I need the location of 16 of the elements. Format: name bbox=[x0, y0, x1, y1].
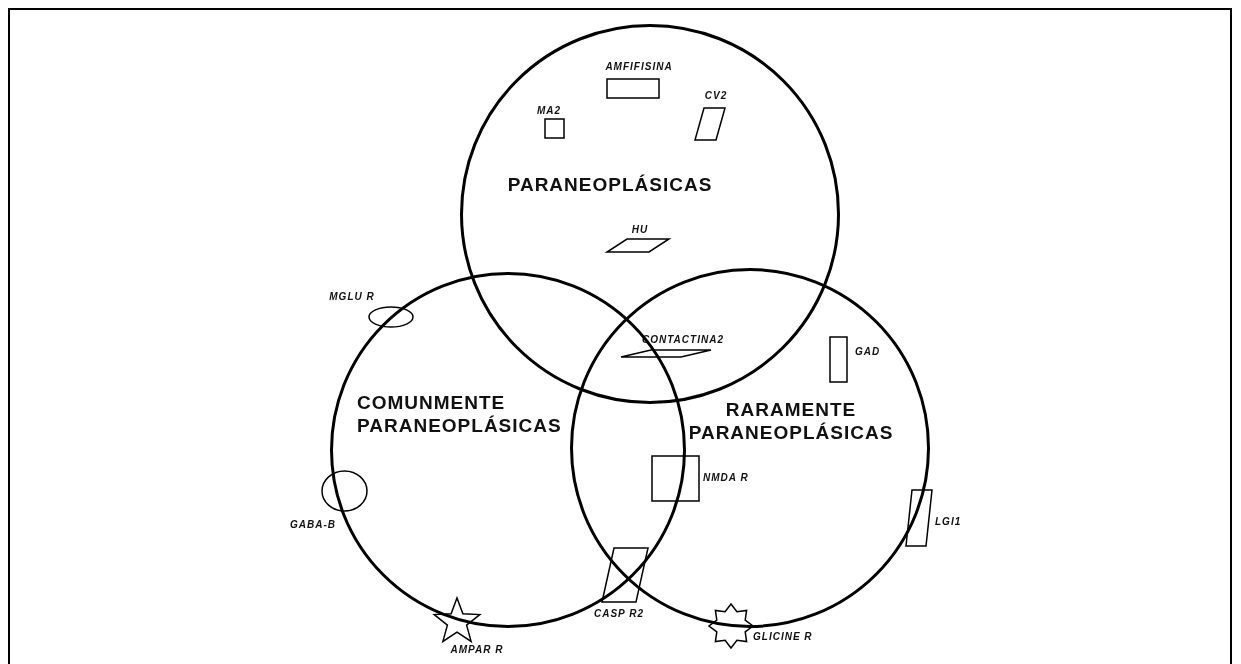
antibody-label: GABA-B bbox=[290, 519, 336, 531]
venn-circle bbox=[570, 268, 930, 628]
antibody-label: AMFIFISINA bbox=[605, 61, 673, 73]
antibody-label: GLICINE R bbox=[753, 631, 813, 643]
antibody-label: MA2 bbox=[536, 105, 562, 117]
category-title: COMUNMENTE PARANEOPLÁSICAS bbox=[357, 391, 563, 437]
antibody-label: CASP R2 bbox=[594, 608, 644, 620]
antibody-label: MGLU R bbox=[329, 291, 375, 303]
category-title: RARAMENTE PARANEOPLÁSICAS bbox=[687, 398, 895, 444]
antibody-label: AMPAR R bbox=[450, 644, 504, 656]
antibody-label: NMDA R bbox=[703, 472, 749, 484]
antibody-label: CV2 bbox=[704, 90, 728, 102]
category-title: PARANEOPLÁSICAS bbox=[506, 173, 714, 196]
antibody-label: HU bbox=[631, 224, 649, 236]
antibody-label: LGI1 bbox=[935, 516, 962, 528]
antibody-label: GAD bbox=[855, 346, 881, 358]
